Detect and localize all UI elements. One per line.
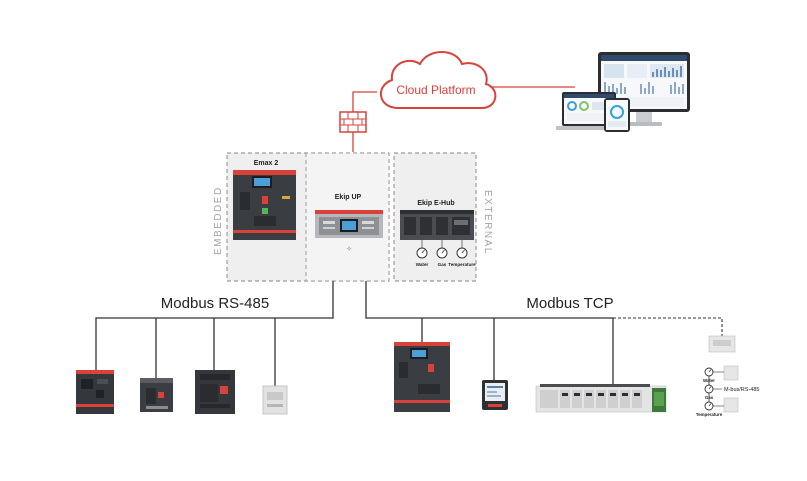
- gas-sensor-icon: [436, 247, 448, 259]
- cloud-platform-label: Cloud Platform: [396, 83, 475, 97]
- rs485-breaker-2: [140, 378, 173, 412]
- temperature-sensor-icon: [456, 247, 468, 259]
- tcp-emax-breaker: [394, 342, 450, 412]
- ext-water-sensor-icon: [704, 367, 714, 377]
- ekip-up-title: Ekip UP: [335, 194, 362, 201]
- mbus-sensor-group: Water Gas Temperature M-bus/RS-485: [696, 365, 759, 417]
- external-label: EXTERNAL: [482, 190, 493, 255]
- cloud-platform: Cloud Platform: [380, 51, 497, 109]
- tcp-power-meter: [482, 380, 508, 410]
- ekip-up-image: [315, 210, 383, 238]
- ext-gas-sensor-icon: [704, 384, 714, 394]
- bus-lines: [95, 281, 614, 386]
- ekip-ehub-title: Ekip E-Hub: [417, 200, 454, 207]
- ext-water-label: Water: [703, 378, 715, 383]
- tcp-bus-line: [365, 281, 614, 386]
- water-sensor-icon: [416, 247, 428, 259]
- cloud-icon: [380, 51, 497, 109]
- sparkle-mark: ✧: [346, 245, 352, 253]
- cloud-to-firewall-line: [352, 91, 377, 112]
- mbus-meters: [723, 365, 739, 413]
- rs485-breaker-3: [195, 370, 235, 414]
- firewall-icon: [339, 111, 367, 133]
- emax2-breaker-image: [233, 170, 296, 240]
- gas-sensor-label: Gas: [438, 262, 447, 267]
- modbus-rs485-label: Modbus RS-485: [161, 295, 269, 312]
- tcp-ext-meter-top: [708, 335, 736, 353]
- ext-gas-label: Gas: [705, 395, 714, 400]
- ext-temperature-label: Temperature: [696, 412, 723, 417]
- modbus-tcp-label: Modbus TCP: [526, 295, 613, 312]
- emax2-title: Emax 2: [254, 160, 279, 167]
- ekip-ehub-image: [400, 210, 474, 240]
- rs485-meter: [262, 385, 288, 415]
- mbus-rs485-label: M-bus/RS-485: [724, 387, 759, 393]
- dashboard-devices-image: [556, 52, 690, 132]
- tcp-dashed-line: [613, 317, 723, 336]
- tcp-din-rail-devices: [535, 384, 667, 413]
- temperature-sensor-label: Temperature: [448, 262, 476, 267]
- water-sensor-label: Water: [416, 262, 429, 267]
- device-panel: EMBEDDED EXTERNAL Emax 2 Ekip UP: [213, 152, 493, 282]
- ehub-sensor-lines: [421, 240, 463, 248]
- rs485-breaker-1: [76, 370, 114, 414]
- ext-temperature-sensor-icon: [704, 401, 714, 411]
- embedded-label: EMBEDDED: [213, 186, 224, 255]
